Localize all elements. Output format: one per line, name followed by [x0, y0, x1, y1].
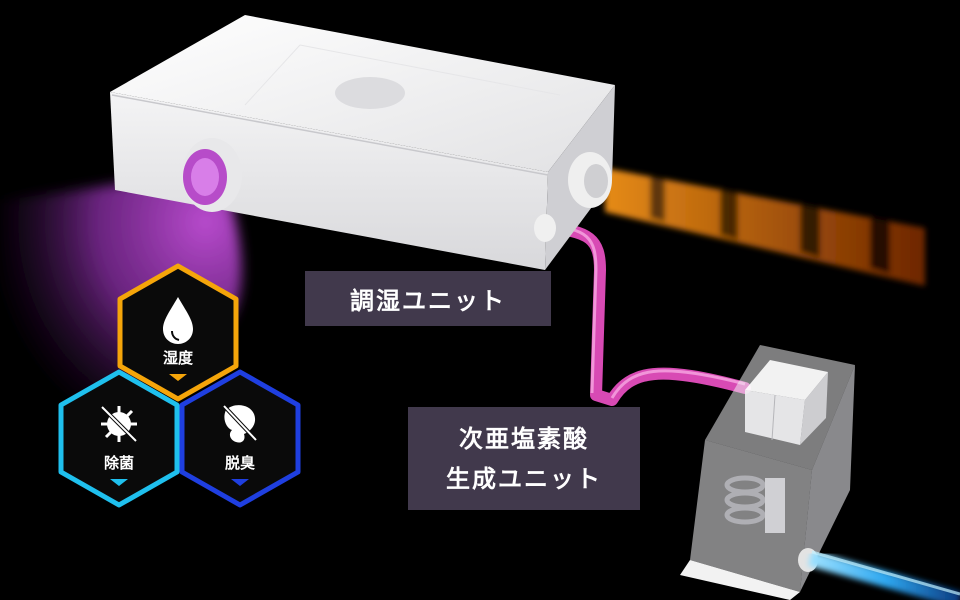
virus-crossed-icon: [100, 405, 138, 443]
water-drop-icon: [163, 297, 193, 344]
badge-sterilize: 除菌: [58, 369, 180, 508]
exhaust-duct: [605, 168, 925, 286]
deodorize-icon: [222, 404, 258, 443]
hypochlorous-unit-label: 次亜塩素酸 生成ユニット: [408, 407, 640, 510]
hypochlorous-unit-box: [680, 345, 855, 600]
humidity-unit-box: [110, 15, 615, 270]
humidity-unit-label-text: 調湿ユニット: [350, 287, 506, 315]
badge-humidity: 湿度: [117, 263, 239, 402]
badge-label: 除菌: [104, 454, 134, 472]
hypochlorous-unit-label-line2: 生成ユニット: [446, 464, 602, 493]
hypochlorous-unit-label-line1: 次亜塩素酸: [459, 424, 589, 453]
tube: [539, 222, 751, 406]
badge-label: 脱臭: [225, 454, 255, 472]
humidity-unit-label: 調湿ユニット: [305, 271, 551, 326]
top-sensor-disc: [335, 77, 405, 109]
badge-deodorize: 脱臭: [179, 369, 301, 508]
water-pipe: [807, 550, 960, 600]
badge-label: 湿度: [163, 349, 194, 367]
